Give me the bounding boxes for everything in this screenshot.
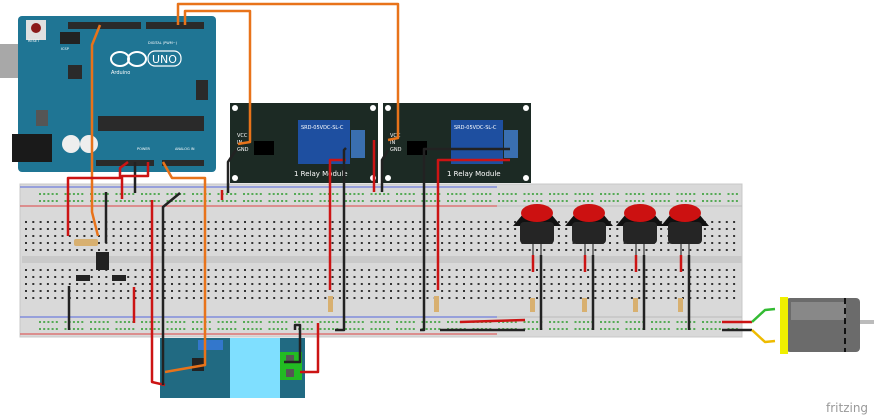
microcontroller-chip [98, 116, 204, 131]
wire [161, 192, 181, 385]
relay-title: 1 Relay Module [447, 170, 501, 178]
model-label: UNO [152, 53, 177, 66]
resistor [633, 298, 638, 312]
push-button[interactable] [616, 204, 664, 330]
diode [112, 275, 126, 281]
resistor [328, 296, 333, 312]
resistor [582, 298, 587, 312]
digital-header-left [68, 22, 141, 29]
relay-title: 1 Relay Module [294, 170, 348, 178]
wire [751, 307, 776, 323]
icsp-label: ICSP [61, 47, 69, 51]
wire [751, 329, 776, 344]
wire [420, 147, 510, 332]
wire [183, 9, 252, 146]
arduino-uno-board: RESET ICSP DIGITAL (PWM~) UNO Arduino PO… [0, 16, 216, 172]
wire [161, 161, 207, 374]
wire [66, 161, 129, 236]
dc-motor [780, 297, 874, 354]
wire [284, 323, 302, 364]
relay-pin-label-in: IN [390, 140, 395, 146]
wire [226, 149, 238, 193]
wire [436, 158, 510, 290]
analog-header [162, 160, 204, 166]
resistor [434, 296, 439, 312]
wire [328, 158, 346, 290]
resistor [678, 298, 683, 312]
relay-pin-label-gnd: GND [390, 147, 402, 153]
optocoupler-chip [96, 252, 109, 270]
push-button[interactable] [513, 204, 561, 330]
analog-label: ANALOG IN [175, 147, 195, 151]
relay-part-number: SRD-05VDC-SL-C [454, 125, 497, 131]
brand-label: Arduino [111, 70, 130, 76]
relay-part-number: SRD-05VDC-SL-C [301, 125, 344, 131]
wire [459, 318, 526, 324]
power-label: POWER [137, 147, 151, 151]
diode [76, 275, 90, 281]
wire [176, 2, 400, 142]
digital-label: DIGITAL (PWM~) [148, 41, 178, 45]
digital-header-right [146, 22, 204, 29]
wire [90, 24, 102, 237]
resistor [74, 239, 98, 246]
wire [300, 323, 320, 374]
fritzing-watermark: fritzing [826, 401, 868, 415]
relay-pin-label-vcc: VCC [390, 133, 401, 139]
wire [150, 200, 166, 387]
relay-pin-label-vcc: VCC [237, 133, 248, 139]
wire [120, 162, 150, 199]
reset-label: RESET [28, 39, 40, 43]
wire [335, 147, 347, 332]
push-button[interactable] [661, 204, 709, 330]
wire [380, 149, 390, 192]
resistor [530, 298, 535, 312]
push-button[interactable] [565, 204, 613, 330]
arduino-logo: UNO Arduino [110, 50, 182, 76]
relay-pin-label-gnd: GND [237, 147, 249, 153]
